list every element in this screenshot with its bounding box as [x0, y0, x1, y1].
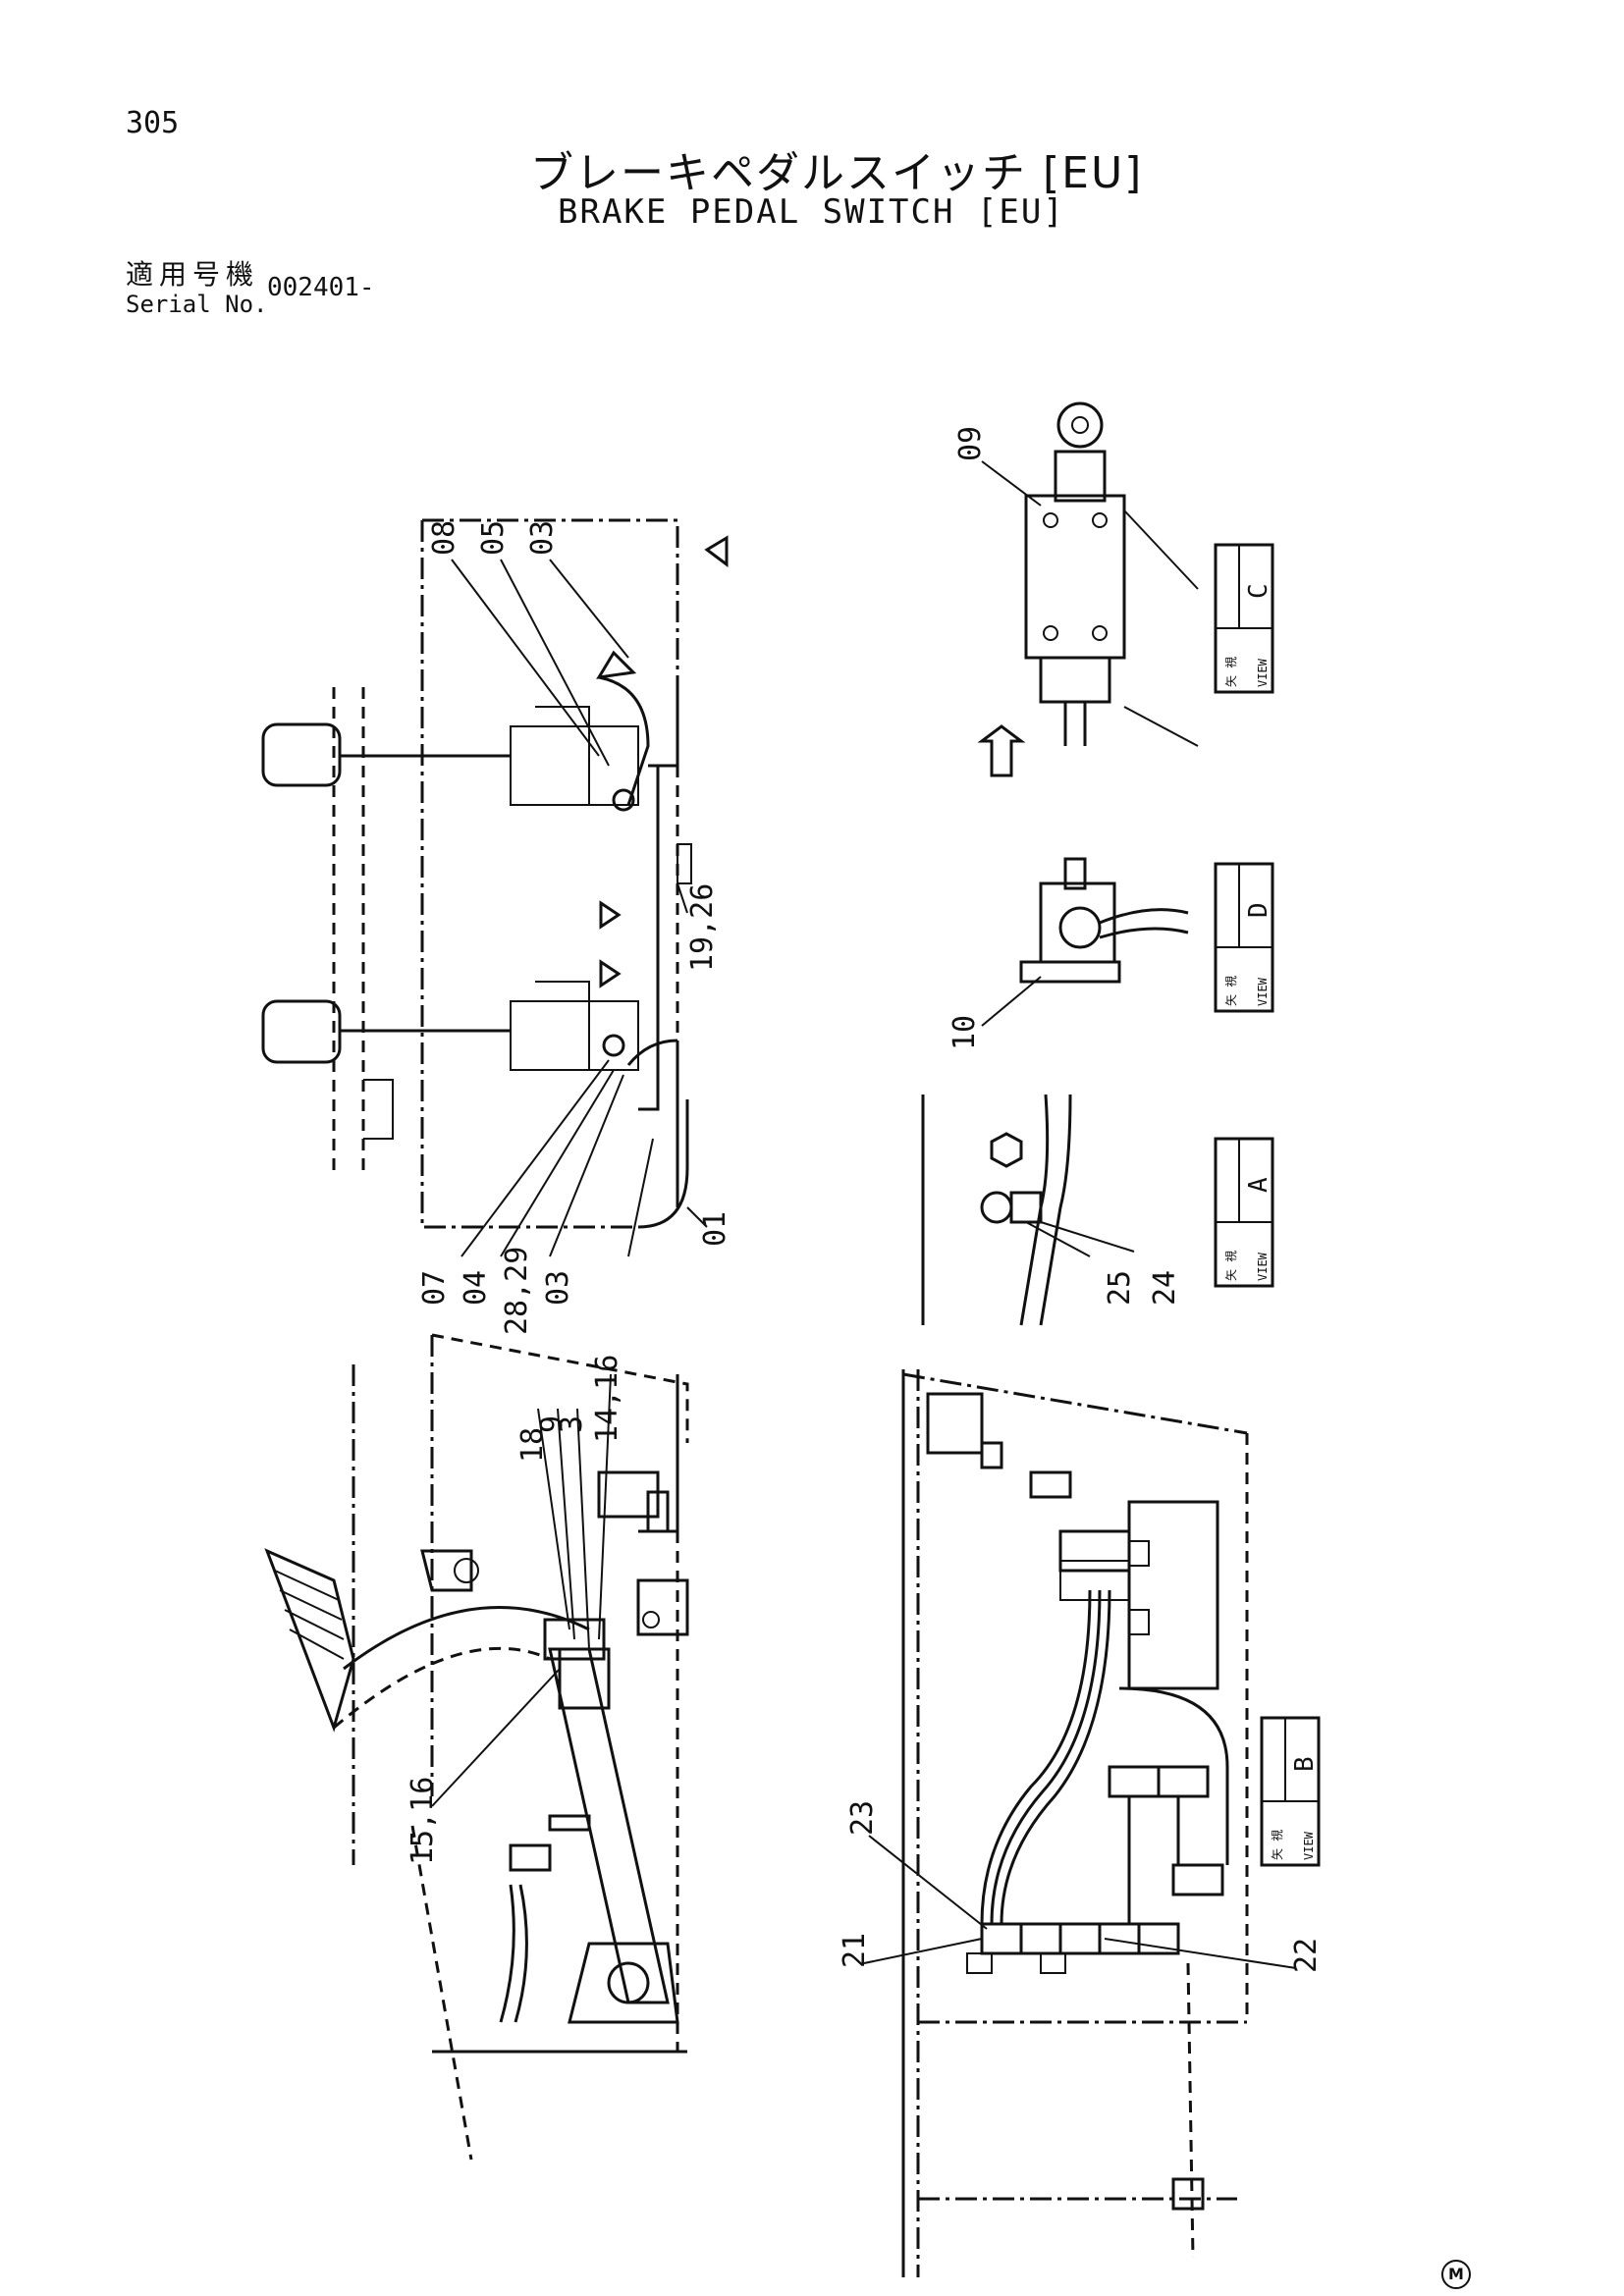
view-tag-a-jp: 矢 視	[1223, 1251, 1238, 1281]
view-tag-c: C 矢 視 VIEW	[1214, 543, 1274, 694]
serial-label-english: Serial No.	[126, 291, 268, 318]
title-japanese: ブレーキペダルスイッチ [EU]	[530, 148, 1144, 198]
view-tag-c-jp: 矢 視	[1223, 657, 1238, 687]
pedal-assembly-side-view	[264, 1333, 689, 2161]
serial-label-japanese: 適用号機	[126, 258, 260, 291]
label-03-bottom: 03	[541, 1270, 575, 1306]
view-b-wiring	[863, 1369, 1297, 2277]
label-07: 07	[417, 1270, 452, 1306]
view-tag-c-letter: C	[1244, 583, 1273, 599]
page-number: 305	[126, 106, 180, 140]
view-tag-d-jp: 矢 視	[1223, 976, 1238, 1006]
label-24: 24	[1148, 1270, 1182, 1306]
label-28-29: 28,29	[500, 1247, 534, 1335]
view-d-detail	[981, 857, 1189, 1027]
view-tag-d: D 矢 視 VIEW	[1214, 862, 1274, 1013]
label-04: 04	[459, 1270, 493, 1306]
view-tag-b: B 矢 視 VIEW	[1260, 1716, 1321, 1867]
label-3: 3	[555, 1415, 589, 1433]
label-25: 25	[1103, 1270, 1137, 1306]
view-tag-a: A 矢 視 VIEW	[1214, 1137, 1274, 1288]
label-09: 09	[953, 426, 988, 461]
view-tag-b-jp: 矢 視	[1270, 1830, 1284, 1860]
label-10: 10	[947, 1015, 982, 1050]
label-23: 23	[845, 1800, 880, 1836]
label-22: 22	[1289, 1938, 1324, 1973]
label-15-16: 15,16	[406, 1777, 440, 1865]
label-05: 05	[476, 520, 511, 556]
label-14-16: 14,16	[590, 1355, 624, 1443]
view-tag-b-en: VIEW	[1302, 1831, 1316, 1860]
label-9: 9	[535, 1415, 569, 1433]
view-tag-a-letter: A	[1244, 1177, 1273, 1193]
corner-mark: M	[1441, 2260, 1471, 2289]
view-tag-d-en: VIEW	[1256, 977, 1270, 1006]
title-english: BRAKE PEDAL SWITCH [EU]	[558, 192, 1065, 232]
view-tag-a-en: VIEW	[1256, 1252, 1270, 1281]
serial-number-value: 002401-	[267, 273, 375, 302]
pedal-assembly-top-view	[261, 518, 729, 1257]
view-tag-d-letter: D	[1244, 902, 1273, 918]
label-19-26: 19,26	[685, 883, 720, 972]
view-a-detail	[921, 1094, 1135, 1326]
label-03-top: 03	[525, 520, 560, 556]
view-tag-c-en: VIEW	[1256, 658, 1270, 687]
label-18: 18	[515, 1427, 550, 1463]
view-c-detail	[977, 401, 1199, 777]
label-21: 21	[838, 1933, 872, 1968]
view-tag-b-letter: B	[1290, 1756, 1320, 1772]
label-01: 01	[698, 1211, 732, 1247]
label-08: 08	[427, 520, 461, 556]
